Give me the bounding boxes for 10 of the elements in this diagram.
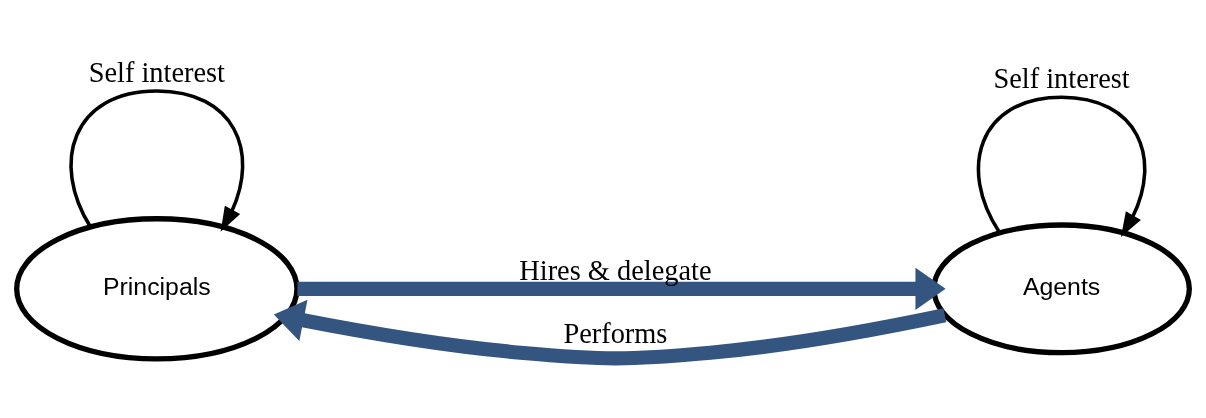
node-ellipse: Principals [14,216,300,362]
arrow [69,89,245,232]
node-ellipse: Agents [931,222,1192,356]
edge-label: Self interest [88,56,225,88]
edge-label: Performs [563,318,668,350]
edge-label: Hires & delegate [519,254,712,286]
arrow [976,95,1147,238]
arrow [297,267,946,310]
arrow [273,299,947,366]
edge-label: Self interest [993,63,1130,95]
